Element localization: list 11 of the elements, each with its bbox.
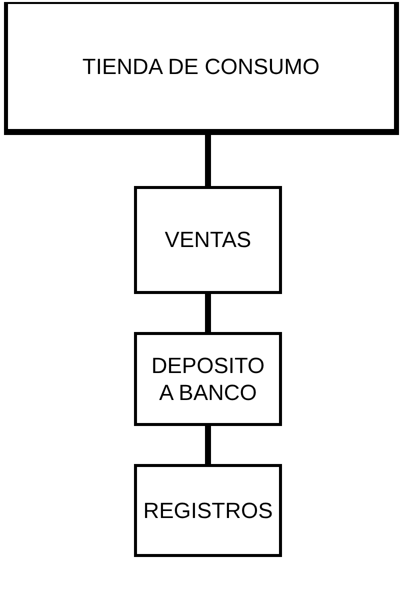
box-label: DEPOSITO A BANCO: [150, 352, 266, 406]
process-box: [4, 2, 399, 135]
connector-line: [205, 294, 211, 332]
process-box: [134, 464, 282, 557]
process-box: [134, 332, 282, 426]
box-label: REGISTROS: [142, 496, 274, 524]
connector-line: [205, 135, 211, 186]
process-box: [134, 186, 282, 294]
box-label: TIENDA DE CONSUMO: [81, 52, 321, 80]
box-label: VENTAS: [164, 226, 252, 254]
connector-line: [205, 426, 211, 464]
